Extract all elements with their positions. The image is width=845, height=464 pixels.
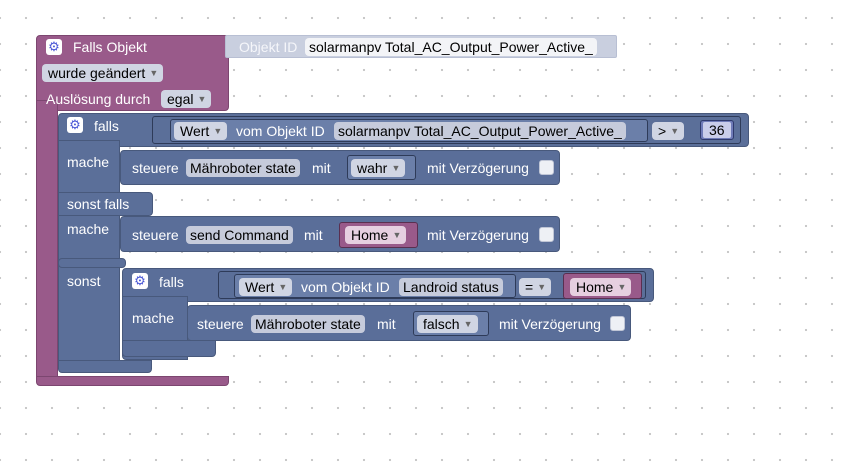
trigger-block-spine	[36, 100, 58, 384]
object-id-field[interactable]: solarmanpv Total_AC_Output_Power_Active_	[305, 38, 597, 56]
object-id-label: Objekt ID	[239, 39, 298, 55]
inner-action-delay-checkbox[interactable]	[610, 316, 625, 331]
inner-compare-value-dropdown[interactable]: Home▼	[570, 278, 632, 296]
inner-do-label: mache	[132, 310, 175, 326]
do-label: mache	[67, 154, 110, 170]
inner-if-bottom	[122, 340, 216, 357]
inner-action-with-label: mit	[377, 316, 396, 332]
elseif-label: sonst falls	[67, 196, 130, 212]
condition-from-label: vom Objekt ID	[236, 123, 325, 139]
inner-condition-object-field[interactable]: Landroid status	[399, 278, 503, 296]
inner-condition-value-dropdown[interactable]: Wert▼	[239, 278, 293, 296]
if-block-bottom	[58, 360, 152, 373]
action2-control-label: steuere	[132, 227, 179, 243]
event-dropdown[interactable]: wurde geändert▼	[42, 64, 164, 82]
inner-action-delay-label: mit Verzögerung	[499, 316, 601, 332]
action1-value-dropdown[interactable]: wahr▼	[351, 159, 406, 177]
chevron-down-icon: ▼	[392, 230, 402, 240]
else-label: sonst	[67, 273, 101, 289]
trigger-gear-icon[interactable]: ⚙	[46, 39, 62, 55]
number-block[interactable]: 36	[700, 120, 734, 140]
chevron-down-icon: ▼	[213, 126, 223, 136]
inner-if-label: falls	[159, 274, 184, 290]
condition-object-field[interactable]: solarmanpv Total_AC_Output_Power_Active_	[334, 122, 626, 140]
action1-delay-checkbox[interactable]	[539, 160, 554, 175]
action2-target-field[interactable]: send Command	[186, 226, 293, 244]
action2-delay-label: mit Verzögerung	[427, 227, 529, 243]
action1-with-label: mit	[312, 160, 331, 176]
chevron-down-icon: ▼	[537, 282, 547, 292]
action1-target-field[interactable]: Mähroboter state	[186, 159, 300, 177]
else-row	[58, 258, 126, 268]
chevron-down-icon: ▼	[391, 163, 401, 173]
do2-label: mache	[67, 221, 110, 237]
chevron-down-icon: ▼	[197, 94, 207, 104]
elseif-row	[58, 192, 153, 216]
trigger-source-dropdown[interactable]: egal▼	[161, 90, 212, 108]
inner-operator-dropdown[interactable]: =▼	[519, 278, 552, 296]
if-block-spine	[58, 140, 120, 372]
action2-value-dropdown[interactable]: Home▼	[345, 226, 407, 244]
inner-action-value-dropdown[interactable]: falsch▼	[417, 315, 478, 333]
if-gear-icon[interactable]: ⚙	[67, 117, 83, 133]
action1-control-label: steuere	[132, 160, 179, 176]
action1-delay-label: mit Verzögerung	[427, 160, 529, 176]
if-label: falls	[94, 118, 119, 134]
inner-action-target-field[interactable]: Mähroboter state	[251, 315, 365, 333]
inner-action-control-label: steuere	[197, 316, 244, 332]
action2-with-label: mit	[304, 227, 323, 243]
trigger-block-bottom	[36, 376, 229, 386]
chevron-down-icon: ▼	[149, 68, 159, 78]
operator-dropdown[interactable]: >▼	[652, 122, 685, 140]
condition-value-dropdown[interactable]: Wert▼	[174, 122, 228, 140]
action2-delay-checkbox[interactable]	[539, 227, 554, 242]
chevron-down-icon: ▼	[463, 319, 473, 329]
chevron-down-icon: ▼	[278, 282, 288, 292]
trigger-source-label: Auslösung durch	[46, 91, 151, 107]
chevron-down-icon: ▼	[670, 126, 680, 136]
inner-if-gear-icon[interactable]: ⚙	[132, 273, 148, 289]
inner-condition-from-label: vom Objekt ID	[301, 279, 390, 295]
trigger-title: Falls Objekt	[73, 39, 147, 55]
chevron-down-icon: ▼	[617, 282, 627, 292]
